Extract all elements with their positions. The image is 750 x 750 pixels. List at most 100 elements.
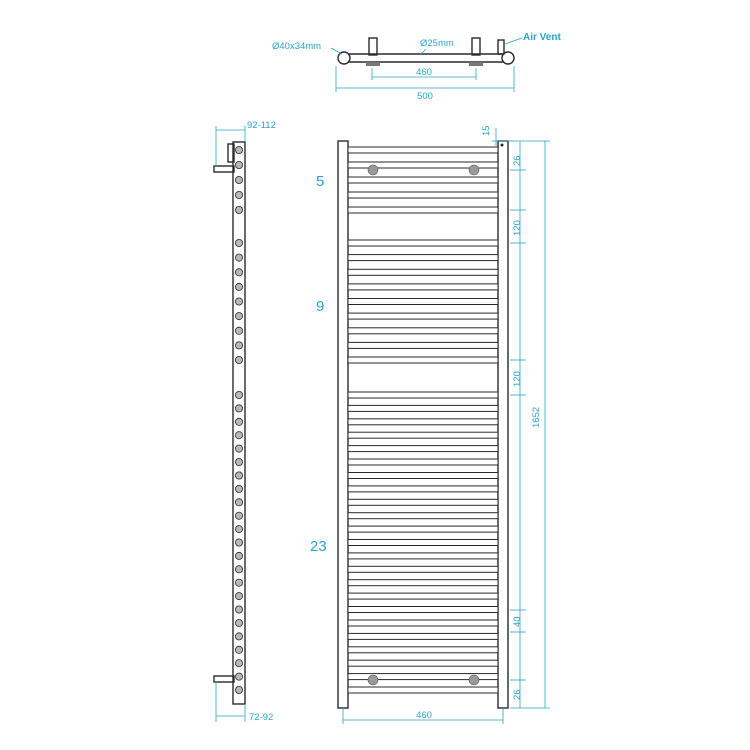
side-bar-end-group2-3 [234, 268, 243, 277]
towel-bar-group3-11 [347, 525, 499, 533]
side-bar-end-group3-5 [234, 444, 243, 453]
towel-bar-group3-21 [347, 659, 499, 667]
side-bar-end-group3-7 [234, 471, 243, 480]
towel-bar-group3-13 [347, 552, 499, 560]
group1-count: 5 [316, 173, 324, 190]
side-bar-end-group3-2 [234, 404, 243, 413]
towel-bar-group3-14 [347, 565, 499, 573]
side-bar-end-group3-23 [234, 686, 243, 695]
towel-bar-group3-19 [347, 632, 499, 640]
towel-bar-group3-17 [347, 606, 499, 613]
side-bar-end-group3-17 [234, 605, 243, 614]
towel-bar-group2-6 [347, 312, 499, 320]
towel-bar-group2-9 [347, 356, 499, 364]
towel-bar-group1-3 [347, 176, 499, 184]
side-bar-end-group2-1 [234, 238, 243, 247]
front-view: 5 9 23 15 26 120 120 40 26 1652 460 [310, 125, 550, 724]
towel-bar-group3-22 [347, 673, 499, 681]
towel-bar-group2-5 [347, 298, 499, 305]
side-view-upright [232, 141, 246, 705]
side-bar-end-group3-1 [234, 390, 243, 399]
side-bar-end-group3-16 [234, 592, 243, 601]
towel-bar-group3-7 [347, 472, 499, 479]
group3-count: 23 [310, 538, 327, 555]
air-vent-label: Air Vent [523, 32, 561, 43]
side-view-bar-ends [234, 145, 243, 695]
side-bar-end-group3-14 [234, 565, 243, 574]
towel-bar-group3-20 [347, 646, 499, 654]
side-bar-end-group3-22 [234, 672, 243, 681]
side-bar-end-group1-2 [234, 160, 243, 169]
side-bar-end-group3-6 [234, 457, 243, 466]
side-bar-end-group3-20 [234, 645, 243, 654]
side-bar-end-group3-19 [234, 632, 243, 641]
towel-bar-group1-4 [347, 191, 499, 199]
side-bar-end-group3-3 [234, 417, 243, 426]
right-bracket [469, 62, 483, 66]
towel-bar-group3-12 [347, 539, 499, 546]
side-bar-end-group2-8 [234, 341, 243, 350]
top-left-valve-connection [367, 164, 379, 176]
towel-bar-group3-16 [347, 592, 499, 600]
side-bar-end-group3-10 [234, 511, 243, 520]
centers-label: 460 [416, 67, 432, 78]
bottom-width-label: 460 [416, 710, 432, 721]
bottom-depth-label: 72-92 [249, 712, 273, 723]
side-bar-end-group2-9 [234, 355, 243, 364]
towel-bar-group2-2 [347, 254, 499, 262]
air-vent-leader [504, 37, 523, 45]
side-bar-end-group2-4 [234, 282, 243, 291]
towel-bar-group1-5 [347, 206, 499, 214]
towel-bar-group3-8 [347, 485, 499, 493]
side-bar-end-group3-9 [234, 498, 243, 507]
towel-bar-group1-1 [347, 146, 499, 154]
gap2-label: 120 [512, 371, 523, 387]
top-valve [227, 143, 235, 163]
side-bar-end-group2-6 [234, 312, 243, 321]
side-bar-end-group2-7 [234, 326, 243, 335]
pipe-diameter-leader [419, 48, 427, 56]
right-valve-pipe [471, 37, 481, 56]
bottom-wall-bracket [213, 675, 235, 683]
side-view: 92-112 72-92 [213, 120, 276, 723]
bar-spacing-label: 40 [512, 616, 523, 627]
towel-bar-group3-23 [347, 686, 499, 694]
top-margin-label: 26 [512, 155, 523, 166]
air-vent-point [500, 143, 504, 147]
bottom-margin-label: 26 [512, 689, 523, 700]
air-vent-plug [497, 39, 505, 55]
side-bar-end-group3-21 [234, 659, 243, 668]
left-valve-pipe [368, 37, 378, 56]
group2-count: 9 [316, 298, 324, 315]
gap1-label: 120 [512, 220, 523, 236]
tube-diameter-leader [330, 47, 343, 55]
pipe-diameter-label: Ø25mm [420, 38, 454, 49]
tube-diameter-label: Ø40x34mm [272, 41, 321, 52]
side-bar-end-group3-4 [234, 431, 243, 440]
towel-bar-group3-5 [347, 445, 499, 453]
side-bar-end-group3-11 [234, 525, 243, 534]
towel-bar-group3-6 [347, 458, 499, 466]
side-bar-end-group1-5 [234, 205, 243, 214]
top-right-valve-connection [468, 164, 480, 176]
towel-bar-group1-2 [347, 161, 499, 169]
side-bar-end-group3-13 [234, 551, 243, 560]
right-end-cap [501, 51, 515, 65]
height-label: 1652 [531, 407, 542, 428]
bottom-left-valve-connection [367, 674, 379, 686]
side-bar-end-group3-18 [234, 619, 243, 628]
side-bar-end-group1-1 [234, 145, 243, 154]
bottom-right-valve-connection [468, 674, 480, 686]
front-view-bars [347, 146, 499, 694]
towel-bar-group3-4 [347, 431, 499, 439]
side-bar-end-group3-15 [234, 578, 243, 587]
towel-bar-group3-10 [347, 512, 499, 520]
left-bracket [366, 62, 380, 66]
towel-bar-group2-8 [347, 341, 499, 349]
left-upright [337, 140, 349, 709]
top-wall-bracket [213, 165, 235, 173]
towel-bar-group3-18 [347, 619, 499, 627]
right-upright [497, 140, 509, 709]
side-bar-end-group3-8 [234, 484, 243, 493]
